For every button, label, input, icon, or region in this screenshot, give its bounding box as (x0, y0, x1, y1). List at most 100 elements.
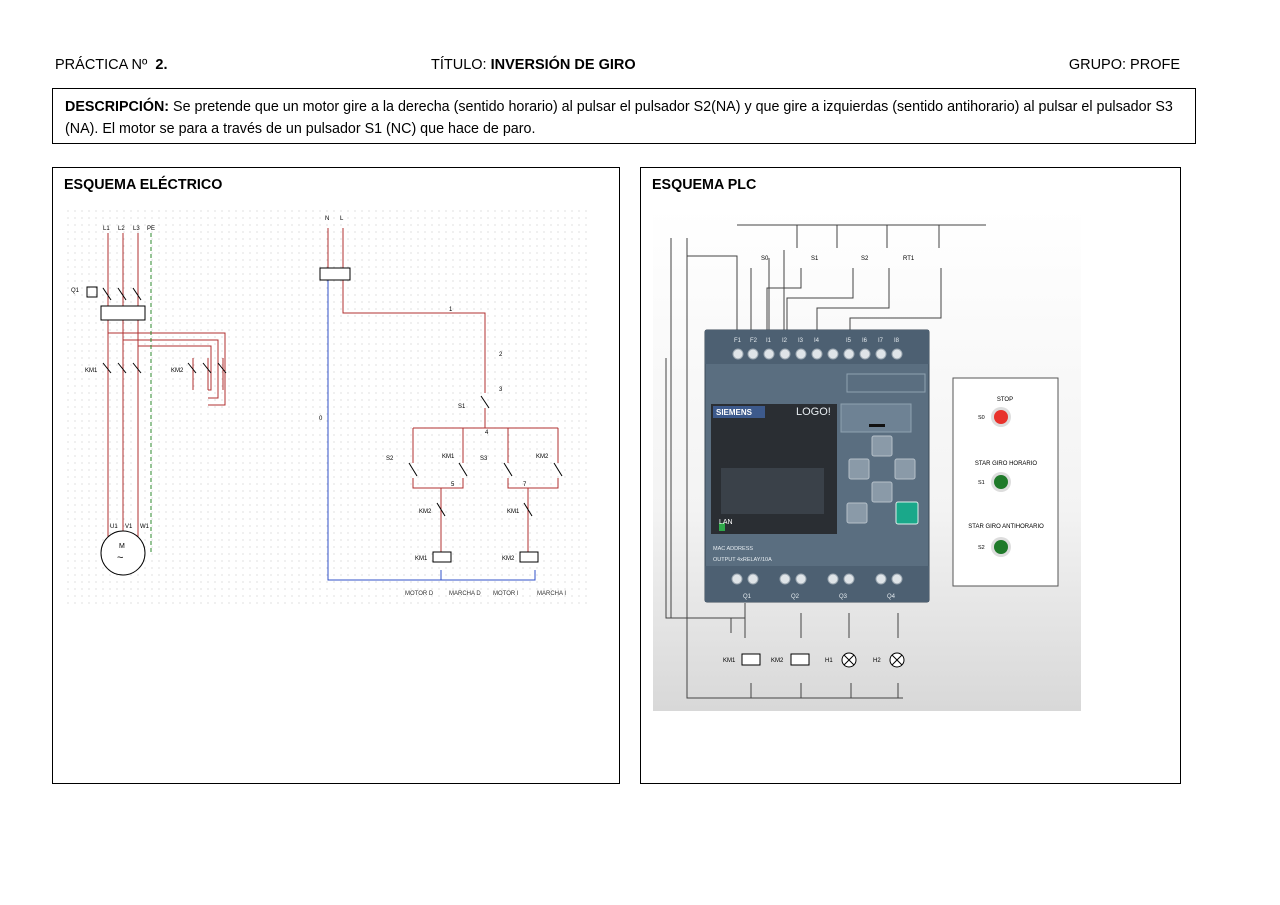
caption-marcha-i: MARCHA I (537, 591, 566, 597)
logo-display-inner (721, 468, 824, 514)
motor-symbol (100, 530, 146, 576)
plc-diagram: F1 F2 I1 I2 I3 I4 I5 I6 I7 I8 SIEMENS LO… (653, 208, 1081, 711)
control-circuit (327, 228, 559, 552)
q1-handle (86, 286, 98, 298)
contact-s0: S0 (761, 256, 769, 262)
label-km2-interlock: KM2 (419, 509, 432, 515)
output-terminals (731, 573, 903, 585)
label-wire-2: 2 (499, 352, 503, 358)
logo-lcd (840, 403, 912, 433)
logo-input-i1: I1 (766, 338, 772, 344)
logo-outputs: Q1 Q2 Q3 Q4 (743, 594, 896, 600)
output-label: OUTPUT 4xRELAY/10A (713, 557, 772, 563)
label-km2-power: KM2 (171, 368, 184, 374)
label-w1: W1 (140, 524, 150, 530)
motor-label: M (119, 543, 125, 550)
label-l3: L3 (133, 226, 140, 232)
power-circuit (107, 233, 226, 553)
logo-input-f1: F1 (734, 338, 742, 344)
practica-label: PRÁCTICA Nº (55, 57, 148, 73)
lamp-crosses (843, 654, 903, 666)
titulo-header: TÍTULO: INVERSIÓN DE GIRO (431, 57, 636, 73)
input-contact-labels: S0 S1 S2 RT1 (761, 256, 915, 262)
label-s1: S1 (458, 404, 466, 410)
column-captions: MOTOR D MARCHA D MOTOR I MARCHA I (405, 591, 566, 597)
logo-input-i7: I7 (878, 338, 884, 344)
horario-button-id: S1 (978, 480, 985, 486)
logo-model: LOGO! (796, 406, 831, 418)
label-n: N (325, 216, 329, 222)
km-contacts (102, 287, 227, 374)
label-pe: PE (147, 226, 155, 232)
label-km1-ctrl: KM1 (442, 454, 455, 460)
label-wire-3: 3 (499, 387, 503, 393)
horario-label: STAR GIRO HORARIO (975, 461, 1038, 467)
label-l1: L1 (103, 226, 110, 232)
logo-output-strip (705, 566, 929, 602)
q1-breaker (100, 305, 146, 321)
stop-button[interactable] (994, 410, 1008, 424)
label-wire-4: 4 (485, 430, 489, 436)
caption-motor-i: MOTOR I (493, 591, 519, 597)
label-km2-coil: KM2 (502, 556, 515, 562)
label-u1: U1 (110, 524, 118, 530)
label-l2: L2 (118, 226, 125, 232)
start-horario-button[interactable] (994, 475, 1008, 489)
caption-marcha-d: MARCHA D (449, 591, 481, 597)
esquema-electrico-title: ESQUEMA ELÉCTRICO (64, 177, 223, 193)
logo-output-q2: Q2 (791, 594, 800, 600)
logo-input-i8: I8 (894, 338, 900, 344)
lamp-h1: H1 (825, 658, 833, 664)
label-s3: S3 (480, 456, 488, 462)
input-terminals (732, 348, 903, 360)
contact-s1: S1 (811, 256, 819, 262)
label-km1-interlock: KM1 (507, 509, 520, 515)
logo-inputs: F1 F2 I1 I2 I3 I4 I5 I6 I7 I8 (734, 338, 900, 344)
antihorario-button-id: S2 (978, 545, 985, 551)
coil-km1: KM1 (723, 658, 736, 664)
antihorario-label: STAR GIRO ANTIHORARIO (968, 524, 1044, 530)
descripcion-box: DESCRIPCIÓN: Se pretende que un motor gi… (52, 88, 1196, 144)
logo-input-i6: I6 (862, 338, 868, 344)
logo-input-i4: I4 (814, 338, 820, 344)
caption-motor-d: MOTOR D (405, 591, 434, 597)
descripcion-label: DESCRIPCIÓN: (65, 99, 170, 115)
logo-output-q1: Q1 (743, 594, 752, 600)
start-antihorario-button[interactable] (994, 540, 1008, 554)
grupo-value: PROFE (1130, 57, 1180, 73)
km2-coil (519, 551, 539, 563)
logo-input-i2: I2 (782, 338, 788, 344)
label-v1: V1 (125, 524, 133, 530)
contact-rt1: RT1 (903, 256, 915, 262)
stop-label: STOP (997, 397, 1013, 403)
label-wire-1: 1 (449, 307, 453, 313)
titulo-value: INVERSIÓN DE GIRO (490, 57, 636, 73)
control-contacts (408, 395, 563, 517)
practica-header: PRÁCTICA Nº 2. (55, 57, 167, 73)
label-l: L (340, 216, 344, 222)
logo-label-slot (846, 373, 926, 393)
logo-ok-key (895, 501, 919, 525)
coil-labels: KM1 KM2 H1 H2 (723, 658, 881, 664)
logo-keypad (846, 435, 916, 524)
neutral-wire (327, 278, 536, 581)
logo-output-q4: Q4 (887, 594, 896, 600)
grupo-header: GRUPO: PROFE (1069, 57, 1180, 73)
motor-tilde: ~ (117, 552, 123, 564)
practica-number: 2. (155, 57, 168, 73)
esquema-plc-title: ESQUEMA PLC (652, 177, 757, 193)
label-km1-coil: KM1 (415, 556, 428, 562)
label-wire-5: 5 (451, 482, 455, 488)
label-q1: Q1 (71, 288, 80, 294)
lamp-h2: H2 (873, 658, 881, 664)
label-wire-0: 0 (319, 416, 323, 422)
lan-led (719, 523, 725, 531)
descripcion-text: Se pretende que un motor gire a la derec… (65, 99, 1173, 137)
mac-address-label: MAC ADDRESS (713, 546, 753, 552)
lan-label: LAN (719, 519, 733, 526)
coil-km2: KM2 (771, 658, 784, 664)
titulo-label: TÍTULO: (431, 57, 487, 73)
logo-lcd-bar (869, 424, 885, 427)
esquema-electrico-panel: ESQUEMA ELÉCTRICO (52, 167, 620, 784)
contact-s2: S2 (861, 256, 869, 262)
